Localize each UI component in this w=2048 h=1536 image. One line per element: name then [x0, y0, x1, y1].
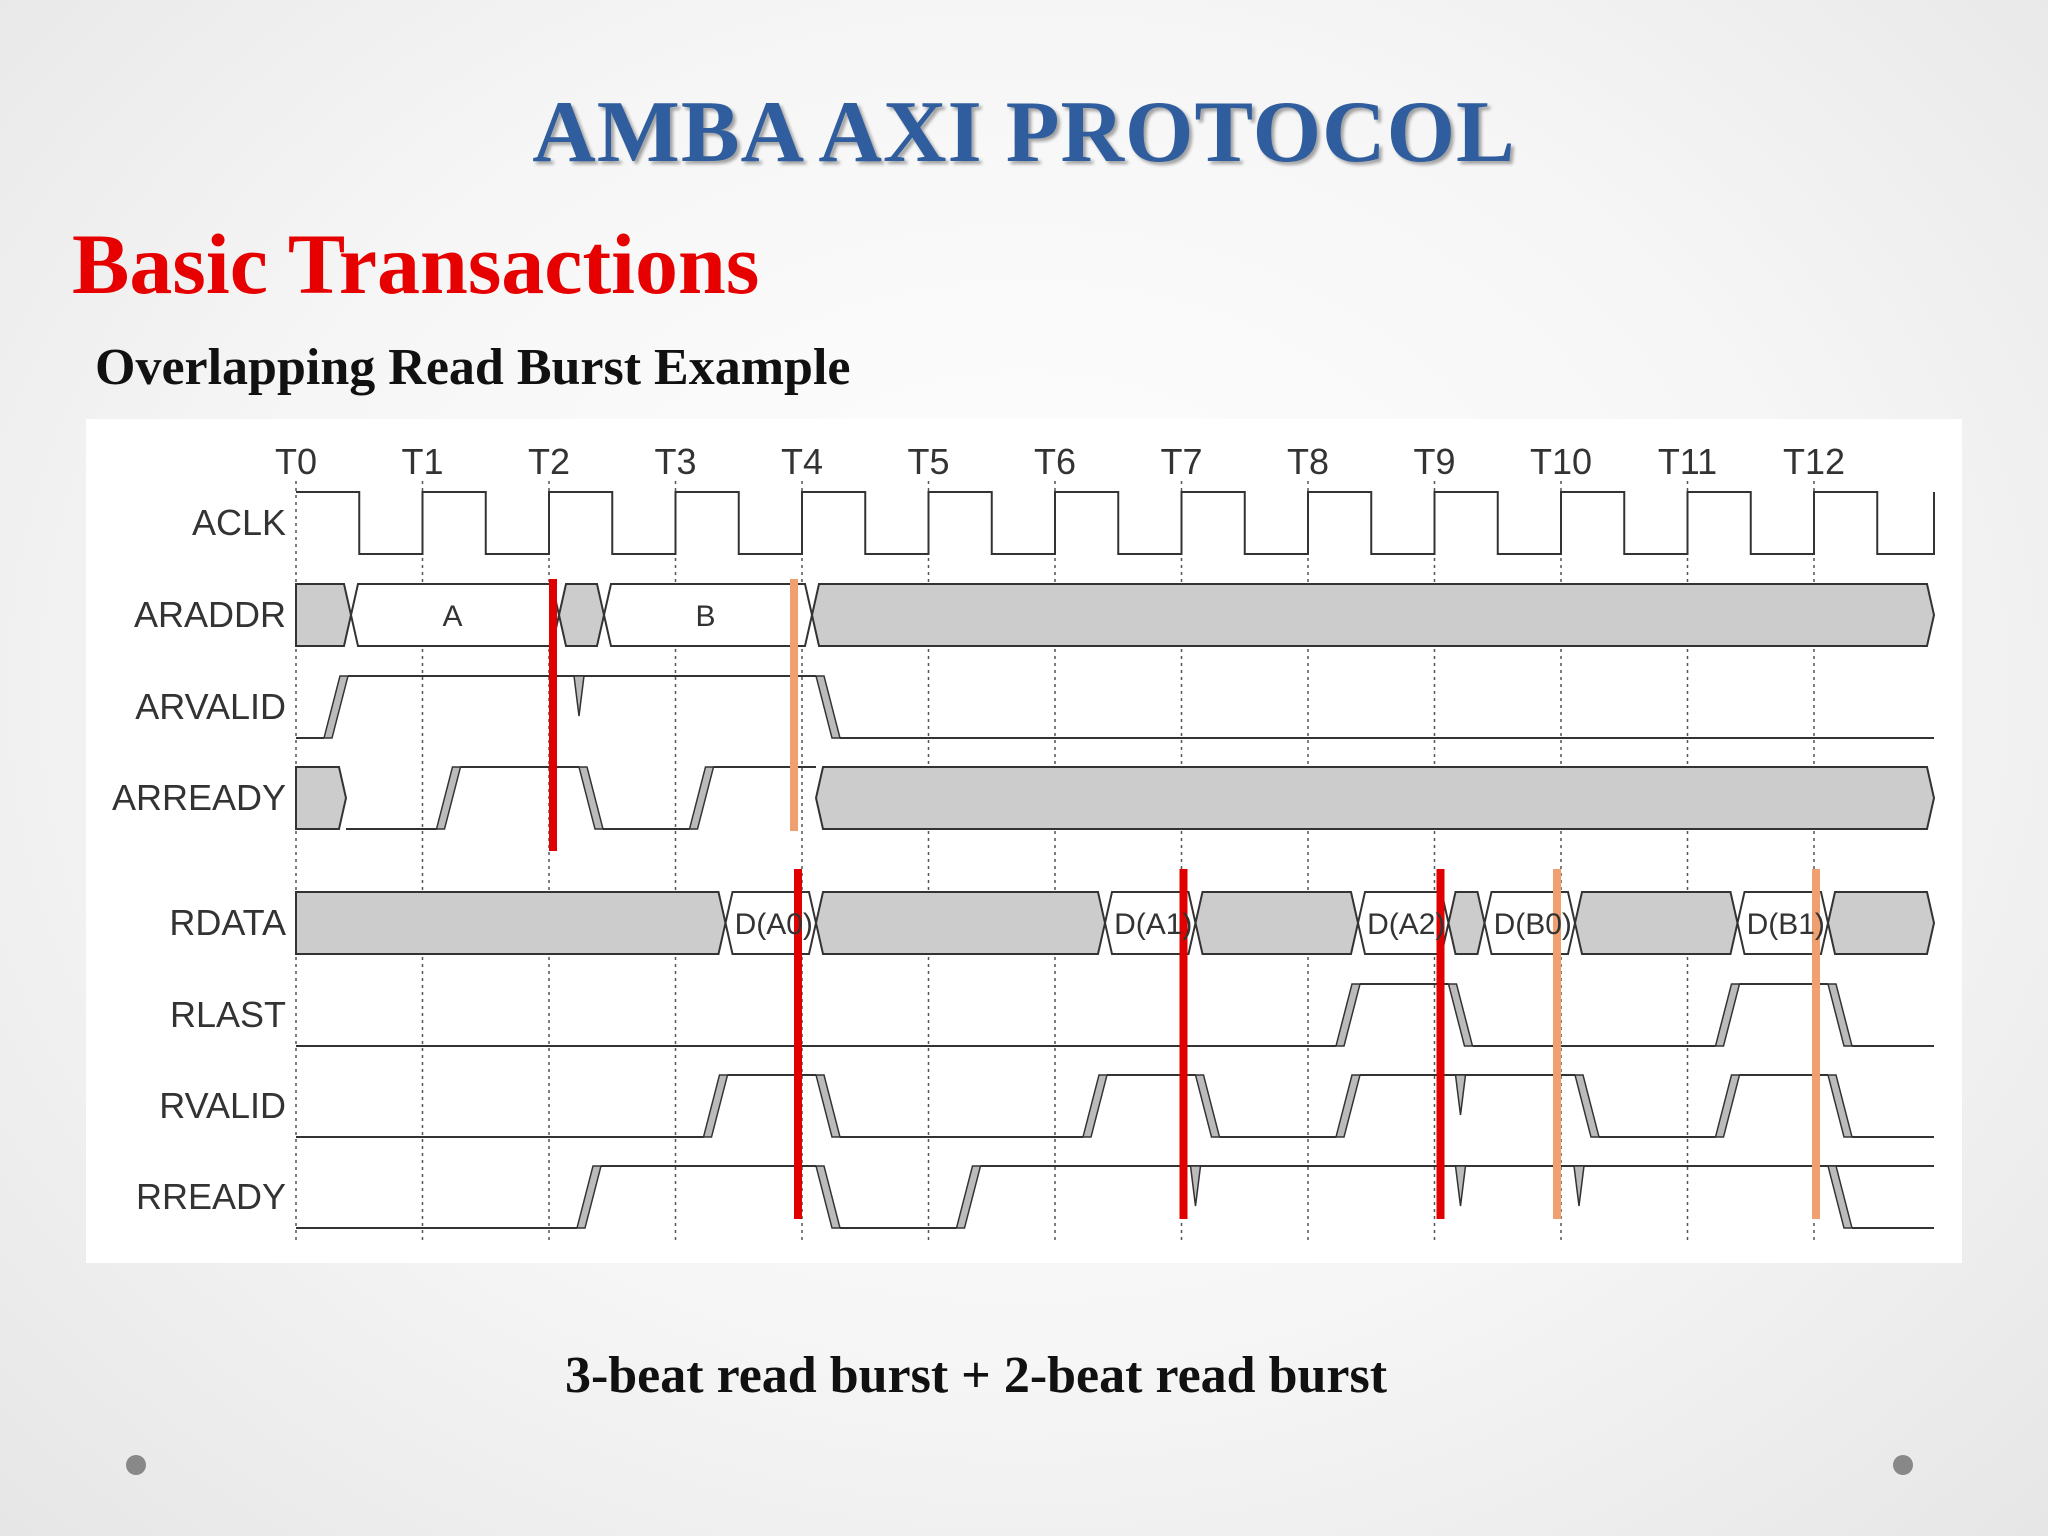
- rlast-fall: [1447, 983, 1474, 1047]
- tick-label: T0: [275, 441, 317, 482]
- rdata-beat-label: D(B0): [1494, 908, 1572, 941]
- rready-glitch: [1573, 1165, 1585, 1207]
- rdata-invalid-segment: [1573, 891, 1739, 955]
- rvalid-rise: [702, 1074, 729, 1138]
- rdata-beat-label: D(B1): [1747, 908, 1825, 941]
- signal-label: ARREADY: [112, 777, 286, 818]
- rdata-beat-segment: [724, 891, 818, 955]
- tick-label: T2: [528, 441, 570, 482]
- araddr-invalid-segment: [295, 583, 353, 647]
- signal-label: RVALID: [159, 1085, 286, 1126]
- araddr-invalid-segment: [810, 583, 1936, 647]
- araddr-label-a: A: [442, 600, 462, 633]
- rvalid-rise: [1082, 1074, 1108, 1138]
- arready-unknown-start: [295, 766, 348, 830]
- araddr-label-b: B: [695, 600, 715, 633]
- example-title: Overlapping Read Burst Example: [95, 339, 851, 396]
- rlast-fall: [1827, 983, 1853, 1047]
- rdata-invalid-segment: [1826, 891, 1936, 955]
- aclk-waveform: [296, 491, 1935, 555]
- tick-label: T10: [1530, 441, 1592, 482]
- rvalid-fall: [1827, 1074, 1853, 1138]
- tick-label: T8: [1287, 441, 1329, 482]
- signal-label: ACLK: [192, 502, 286, 543]
- rdata-beat-label: D(A0): [735, 908, 813, 941]
- arvalid-glitch: [573, 675, 585, 717]
- waveforms: [295, 491, 1936, 1229]
- araddr-segment-b: [602, 583, 814, 647]
- rvalid-fall: [1194, 1074, 1221, 1138]
- slide-title: AMBA AXI PROTOCOL: [532, 84, 1516, 181]
- rdata-beat-segment: [1736, 891, 1830, 955]
- rready-fall: [815, 1165, 841, 1229]
- signal-label: RLAST: [170, 994, 286, 1035]
- rvalid-rise: [1335, 1074, 1361, 1138]
- tick-label: T1: [401, 441, 443, 482]
- tick-label: T9: [1413, 441, 1455, 482]
- rvalid-rise: [1714, 1074, 1741, 1138]
- rvalid-fall: [1574, 1074, 1600, 1138]
- tick-label: T11: [1658, 441, 1717, 482]
- tick-label: T7: [1160, 441, 1202, 482]
- rdata-invalid-segment: [814, 891, 1107, 955]
- handshake-markers: [549, 579, 1820, 1219]
- arready-rise: [435, 766, 462, 830]
- rvalid-glitch: [1454, 1074, 1467, 1116]
- arvalid-fall: [815, 675, 841, 739]
- signal-label: RDATA: [169, 902, 286, 943]
- tick-label: T5: [907, 441, 949, 482]
- rvalid-fall: [815, 1074, 841, 1138]
- arready-rise: [688, 766, 715, 830]
- rdata-beat-segment: [1483, 891, 1577, 955]
- rready-rise: [576, 1165, 602, 1229]
- tick-label: T12: [1783, 441, 1845, 482]
- signal-label: ARADDR: [134, 594, 286, 635]
- rdata-invalid-segment: [295, 891, 727, 955]
- tick-label: T4: [781, 441, 823, 482]
- slide-subtitle: Basic Transactions: [72, 216, 760, 312]
- right-bullet-dot: [1893, 1455, 1913, 1475]
- rdata-invalid-segment: [1194, 891, 1360, 955]
- rdata-invalid-segment: [1447, 891, 1486, 955]
- rdata-beat-label: D(A2): [1367, 908, 1445, 941]
- tick-label: T6: [1034, 441, 1076, 482]
- rlast-rise: [1335, 983, 1361, 1047]
- rready-glitch: [1454, 1165, 1467, 1207]
- araddr-invalid-segment: [557, 583, 606, 647]
- rready-glitch: [1189, 1165, 1202, 1207]
- diagram-caption: 3-beat read burst + 2-beat read burst: [564, 1347, 1388, 1404]
- arready-unknown-end: [814, 766, 1936, 830]
- rready-fall: [1827, 1165, 1853, 1229]
- rlast-rise: [1714, 983, 1741, 1047]
- signal-label: RREADY: [136, 1176, 286, 1217]
- rdata-beat-label: D(A1): [1114, 908, 1192, 941]
- rready-rise: [955, 1165, 982, 1229]
- arvalid-rise: [323, 675, 349, 739]
- signal-label: ARVALID: [135, 686, 286, 727]
- arready-fall: [578, 766, 604, 830]
- left-bullet-dot: [126, 1455, 146, 1475]
- tick-label: T3: [654, 441, 696, 482]
- rdata-beat-segment: [1103, 891, 1197, 955]
